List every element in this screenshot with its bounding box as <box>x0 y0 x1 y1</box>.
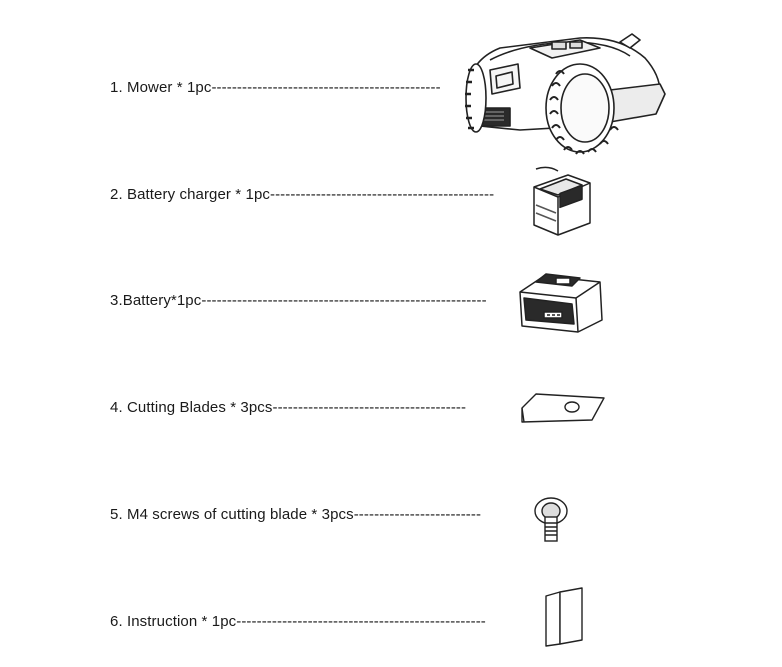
item-battery-charger-label: 2. Battery charger * 1pc----------------… <box>110 186 495 203</box>
item-instruction-label: 6. Instruction * 1pc--------------------… <box>110 613 486 630</box>
item-battery-label: 3.Battery*1pc---------------------------… <box>110 292 487 309</box>
item-m4-screws-label: 5. M4 screws of cutting blade * 3pcs----… <box>110 506 482 523</box>
battery-icon <box>519 273 603 333</box>
m4-screw-icon <box>534 497 568 542</box>
item-cutting-blades-label: 4. Cutting Blades * 3pcs----------------… <box>110 399 467 416</box>
cutting-blade-icon <box>521 393 605 423</box>
battery-charger-icon <box>533 166 591 236</box>
mower-icon <box>465 33 666 155</box>
item-mower-label: 1. Mower * 1pc--------------------------… <box>110 79 441 96</box>
instruction-booklet-icon <box>545 587 583 647</box>
